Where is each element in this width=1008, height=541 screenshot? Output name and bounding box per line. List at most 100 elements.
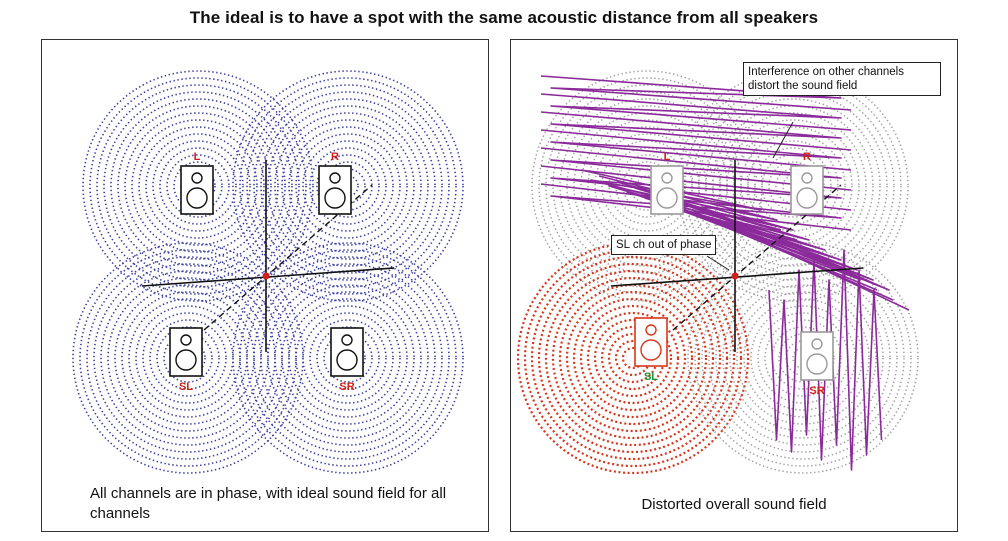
speaker-woofer (175, 349, 197, 371)
wave-ring (309, 319, 387, 397)
callout-interference: Interference on other channels distort t… (743, 62, 941, 96)
wave-ring (288, 126, 408, 246)
wave-ring (232, 70, 464, 302)
speaker-cabinet (330, 327, 364, 377)
wave-ring-out-of-phase (523, 248, 743, 468)
wave-ring (736, 291, 870, 425)
wave-ring (159, 147, 237, 225)
interference-lines-group (540, 75, 910, 471)
speakers-group: L R SL SR (634, 151, 834, 397)
speaker-woofer (186, 187, 208, 209)
speaker-woofer (796, 187, 818, 209)
wave-ring (253, 263, 443, 453)
speaker-cabinet (169, 327, 203, 377)
wave-ring (761, 154, 825, 218)
wave-ring (138, 126, 258, 246)
wave-ring (719, 112, 867, 260)
wave-ring (267, 105, 429, 267)
wave-ring (149, 319, 227, 397)
wave-ring (103, 91, 293, 281)
listening-spot-dot (731, 272, 739, 280)
wave-ring (239, 77, 457, 295)
wave-ring (747, 140, 839, 232)
speaker-tweeter (661, 172, 673, 184)
speaker-label-sl: SL (644, 371, 658, 383)
wave-ring (295, 133, 401, 239)
wave-ring (135, 305, 241, 411)
speaker-tweeter (801, 172, 813, 184)
wave-ring-out-of-phase (579, 304, 687, 412)
speaker-icon: SL (634, 317, 668, 383)
sound-field-diagram-distorted: L R SL SR (516, 70, 919, 475)
wave-ring (337, 175, 359, 197)
wave-ring-out-of-phase (544, 269, 722, 447)
wave-ring (110, 98, 286, 274)
wave-ring (594, 133, 700, 239)
speaker-cabinet (800, 331, 834, 381)
wave-rings-group (72, 70, 464, 474)
speaker-tweeter (645, 324, 657, 336)
speaker-icon: R (318, 151, 352, 215)
wave-ring-out-of-phase (558, 283, 708, 433)
wave-ring-out-of-phase (537, 262, 729, 454)
wave-ring (309, 147, 387, 225)
wave-ring (260, 98, 436, 274)
speaker-woofer (806, 353, 828, 375)
wave-ring (93, 263, 283, 453)
wave-ring (316, 326, 380, 390)
wave-ring (754, 147, 832, 225)
page-title: The ideal is to have a spot with the sam… (189, 8, 819, 27)
wave-ring (145, 133, 251, 239)
wave-ring (764, 319, 842, 397)
wave-ring (152, 140, 244, 232)
speaker-woofer (336, 349, 358, 371)
wave-ring (580, 119, 714, 253)
interference-sweep-line (540, 75, 852, 111)
wave-ring-out-of-phase (593, 318, 673, 398)
wave-ring (156, 326, 220, 390)
speaker-icon: SR (330, 327, 364, 393)
wave-ring (722, 277, 884, 439)
wave-ring (729, 284, 877, 432)
caption-distorted: Distorted overall sound field (641, 496, 827, 513)
interference-diagonal-line (724, 217, 910, 311)
wave-ring-out-of-phase (530, 255, 736, 461)
callout-interference-pointer (772, 121, 794, 159)
interference-sweep-line (540, 93, 852, 131)
speaker-cabinet (790, 165, 824, 215)
speaker-woofer (656, 187, 678, 209)
speaker-label-sr: SR (809, 385, 824, 397)
wave-ring (239, 249, 457, 467)
wave-ring (82, 70, 314, 302)
wave-ring (253, 91, 443, 281)
wave-ring-out-of-phase (551, 276, 715, 440)
wave-ring (274, 112, 422, 260)
interference-sweep-line (540, 129, 852, 171)
wave-ring (124, 112, 272, 260)
interference-sweep-line (540, 165, 852, 211)
speaker-tweeter (811, 338, 823, 350)
wave-ring (117, 105, 279, 267)
speaker-label-sl: SL (179, 381, 193, 393)
speaker-cabinet (180, 165, 214, 215)
wave-ring (274, 284, 422, 432)
wave-ring (701, 256, 905, 460)
wave-ring (288, 298, 408, 418)
wave-ring (698, 91, 888, 281)
wave-ring (166, 154, 230, 218)
speaker-woofer (640, 339, 662, 361)
speaker-tweeter (191, 172, 203, 184)
speaker-icon: R (790, 151, 824, 215)
wave-ring (316, 154, 380, 218)
panel-distorted: L R SL SR Interference on other channels di… (510, 39, 958, 532)
speaker-cabinet (650, 165, 684, 215)
wave-ring (246, 84, 450, 288)
wave-ring (708, 263, 898, 453)
speaker-label-r: R (331, 151, 339, 163)
wave-ring (89, 77, 307, 295)
speaker-label-l: L (664, 151, 671, 163)
speaker-icon: SL (169, 327, 203, 393)
